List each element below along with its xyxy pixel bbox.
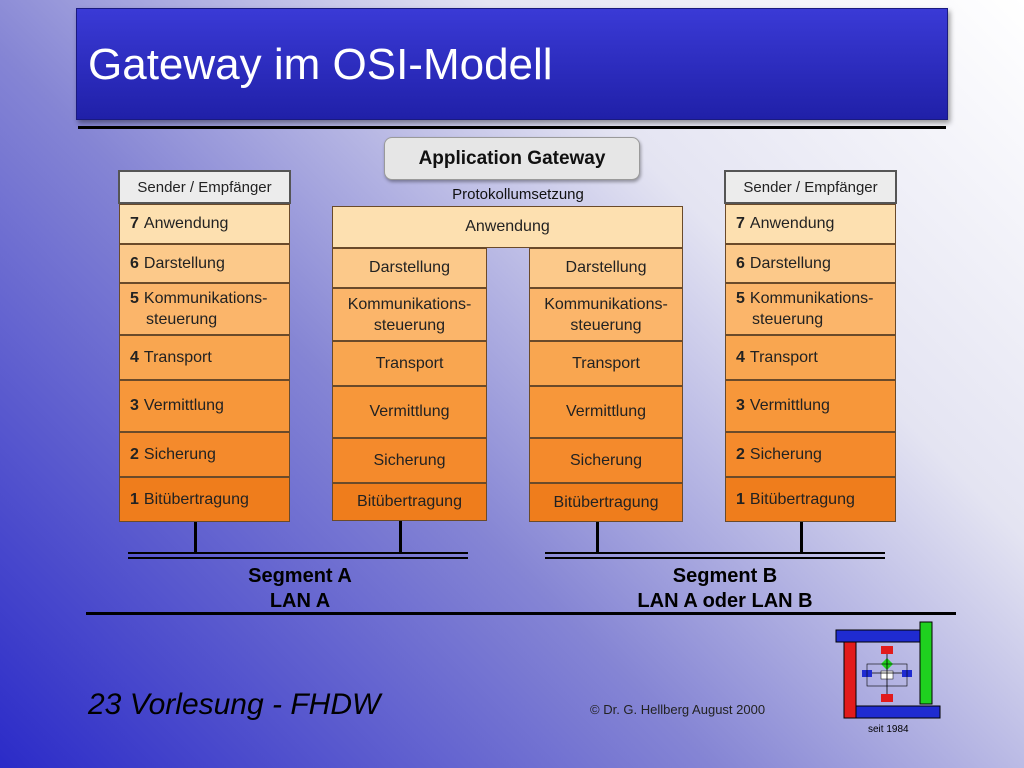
title-bar: [76, 8, 948, 120]
right-layer-5-num: 5: [736, 290, 745, 307]
right-layer-6-num: 6: [736, 254, 745, 272]
left-layer-3-name: Vermittlung: [143, 397, 224, 414]
left-layer-2-num: 2: [130, 445, 139, 463]
left-layer-4-num: 4: [130, 348, 139, 366]
right-layer-5-name-line2: steuerung: [752, 311, 824, 328]
segment-a-bus-line-2: [128, 557, 468, 559]
application-gateway-label: Application Gateway: [384, 137, 640, 180]
segment-a-bus-line-1: [128, 552, 468, 554]
left-stack-connector: [194, 522, 197, 554]
segment-a-name: Segment A: [248, 565, 352, 587]
gateway-right-layer-1: Bitübertragung: [529, 483, 683, 522]
left-layer-5-name: Kommunikations-: [143, 290, 268, 307]
copyright-notice: © Dr. G. Hellberg August 2000: [590, 702, 766, 717]
right-layer-4-name: Transport: [749, 348, 818, 366]
gateway-right-layer-2: Sicherung: [529, 438, 683, 483]
lecture-footer: 23 Vorlesung - FHDW: [88, 688, 381, 721]
title-divider: [78, 126, 946, 129]
right-layer-2-name: Sicherung: [749, 445, 822, 463]
footer-divider: [86, 612, 956, 615]
left-layer-6-name: Darstellung: [143, 254, 225, 272]
gateway-right-layer-5-line2: steuerung: [570, 316, 642, 334]
right-layer-3-num: 3: [736, 397, 745, 414]
segment-a-label: Segment A LAN A: [200, 564, 400, 614]
gateway-right-layer-6: Darstellung: [529, 248, 683, 288]
segment-b-bus-line-1: [545, 552, 885, 554]
gateway-left-layer-3: Vermittlung: [332, 386, 487, 438]
left-layer-2-name: Sicherung: [143, 445, 216, 463]
left-layer-5-num: 5: [130, 290, 139, 307]
left-layer-1-num: 1: [130, 490, 139, 508]
right-layer-1-num: 1: [736, 490, 745, 508]
segment-b-lan: LAN A oder LAN B: [637, 590, 813, 612]
gateway-left-layer-5-line2: steuerung: [373, 316, 446, 334]
gateway-left-connector: [399, 521, 402, 554]
left-layer-4-name: Transport: [143, 348, 212, 366]
protocol-conversion-label: Protokollumsetzung: [452, 186, 584, 203]
gateway-left-layer-4: Transport: [332, 341, 487, 386]
gateway-right-connector: [596, 522, 599, 554]
right-stack-header: Sender / Empfänger: [724, 170, 897, 204]
right-layer-7-name: Anwendung: [749, 215, 835, 232]
segment-b-bus-line-2: [545, 557, 885, 559]
gateway-right-layer-5-line1: Kommunikations-: [544, 295, 668, 313]
right-stack-connector: [800, 522, 803, 554]
left-stack-header: Sender / Empfänger: [118, 170, 291, 204]
left-layer-7-name: Anwendung: [143, 215, 229, 232]
segment-a-lan: LAN A: [269, 590, 331, 612]
gateway-right-layer-3: Vermittlung: [529, 386, 683, 438]
left-layer-6-num: 6: [130, 254, 139, 272]
right-layer-3-name: Vermittlung: [749, 397, 830, 414]
segment-b-label: Segment B LAN A oder LAN B: [595, 564, 855, 614]
gateway-layer-application: Anwendung: [332, 206, 683, 248]
slide-title: Gateway im OSI-Modell: [88, 40, 553, 89]
segment-b-name: Segment B: [672, 565, 778, 587]
gateway-left-layer-5: Kommunikations-steuerung: [332, 288, 487, 341]
gateway-left-layer-6: Darstellung: [332, 248, 487, 288]
gateway-left-layer-1: Bitübertragung: [332, 483, 487, 521]
gateway-left-layer-2: Sicherung: [332, 438, 487, 483]
right-layer-6-name: Darstellung: [749, 254, 831, 272]
right-layer-5-name: Kommunikations-: [749, 290, 874, 307]
right-layer-1-name: Bitübertragung: [749, 490, 855, 508]
right-layer-7-num: 7: [736, 215, 745, 232]
fhdw-logo-icon: [835, 621, 941, 719]
gateway-right-layer-4: Transport: [529, 341, 683, 386]
right-layer-4-num: 4: [736, 348, 745, 366]
left-layer-5-name-line2: steuerung: [146, 311, 218, 328]
gateway-right-layer-5: Kommunikations-steuerung: [529, 288, 683, 341]
left-layer-3-num: 3: [130, 397, 139, 414]
left-layer-7-num: 7: [130, 215, 139, 232]
left-layer-1-name: Bitübertragung: [143, 490, 249, 508]
right-layer-2-num: 2: [736, 445, 745, 463]
gateway-left-layer-5-line1: Kommunikations-: [347, 295, 472, 313]
logo-caption: seit 1984: [868, 724, 909, 735]
